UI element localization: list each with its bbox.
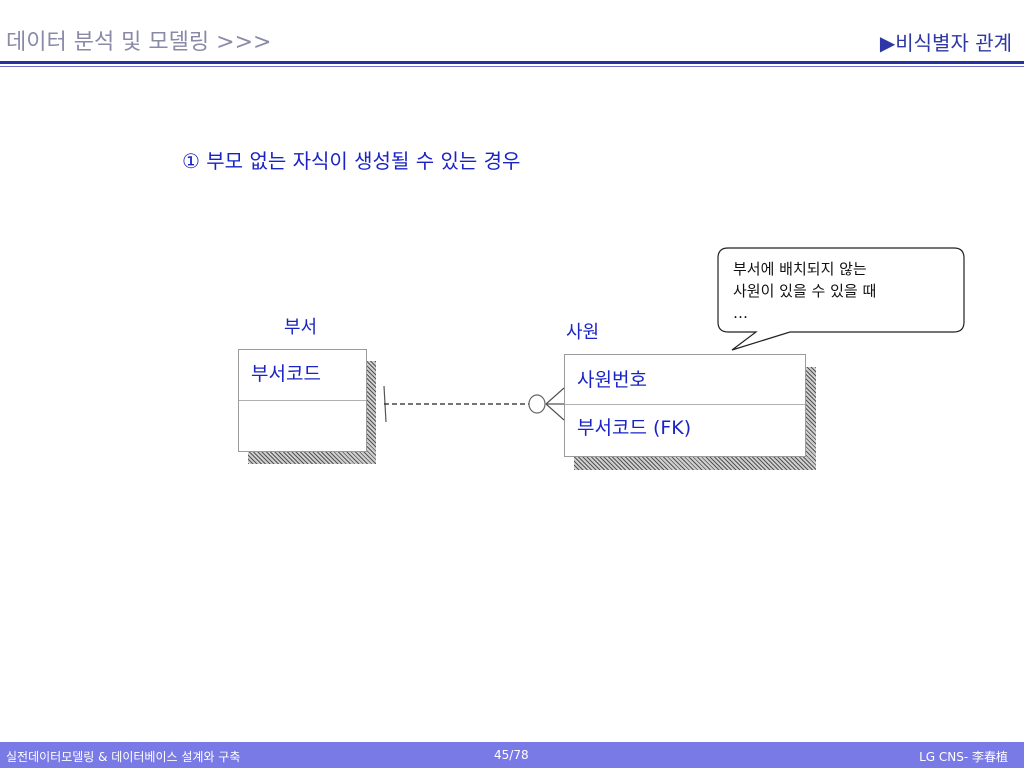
parent-entity-title: 부서 [284, 317, 318, 338]
footer-course-title: 실전데이터모델링 & 데이터베이스 설계와 구축 [6, 750, 241, 764]
callout-line-3: … [733, 304, 748, 322]
header-divider-thin [0, 66, 1024, 67]
child-entity-title: 사원 [566, 322, 600, 343]
child-entity[interactable]: 사원번호 부서코드 (FK) [564, 354, 806, 457]
footer-author: LG CNS- 李春植 [919, 750, 1008, 764]
footer-bar: 실전데이터모델링 & 데이터베이스 설계와 구축 45/78 LG CNS- 李… [0, 742, 1024, 768]
optional-circle [528, 394, 546, 414]
callout-line-1: 부서에 배치되지 않는 [733, 260, 867, 278]
footer-page-number: 45/78 [494, 748, 529, 762]
child-key-separator [565, 404, 805, 405]
child-key-attribute: 사원번호 [577, 369, 647, 391]
parent-key-attribute: 부서코드 [251, 363, 321, 385]
relationship-connector [383, 385, 565, 423]
crowfoot-upper [545, 387, 565, 405]
section-title: ▶비식별자 관계 [879, 31, 1012, 55]
header-divider [0, 61, 1024, 64]
parent-entity[interactable]: 부서코드 [238, 349, 367, 452]
callout-line-2: 사원이 있을 수 있을 때 [733, 282, 877, 300]
callout-bubble [717, 247, 965, 351]
child-fk-attribute: 부서코드 (FK) [577, 417, 692, 439]
parent-key-separator [239, 400, 366, 401]
section-heading: ① 부모 없는 자식이 생성될 수 있는 경우 [182, 149, 521, 173]
callout-text: 부서에 배치되지 않는 사원이 있을 수 있을 때 … [733, 258, 876, 324]
header-title: 데이터 분석 및 모델링 >>> [6, 30, 272, 55]
crowfoot-lower [545, 403, 565, 421]
